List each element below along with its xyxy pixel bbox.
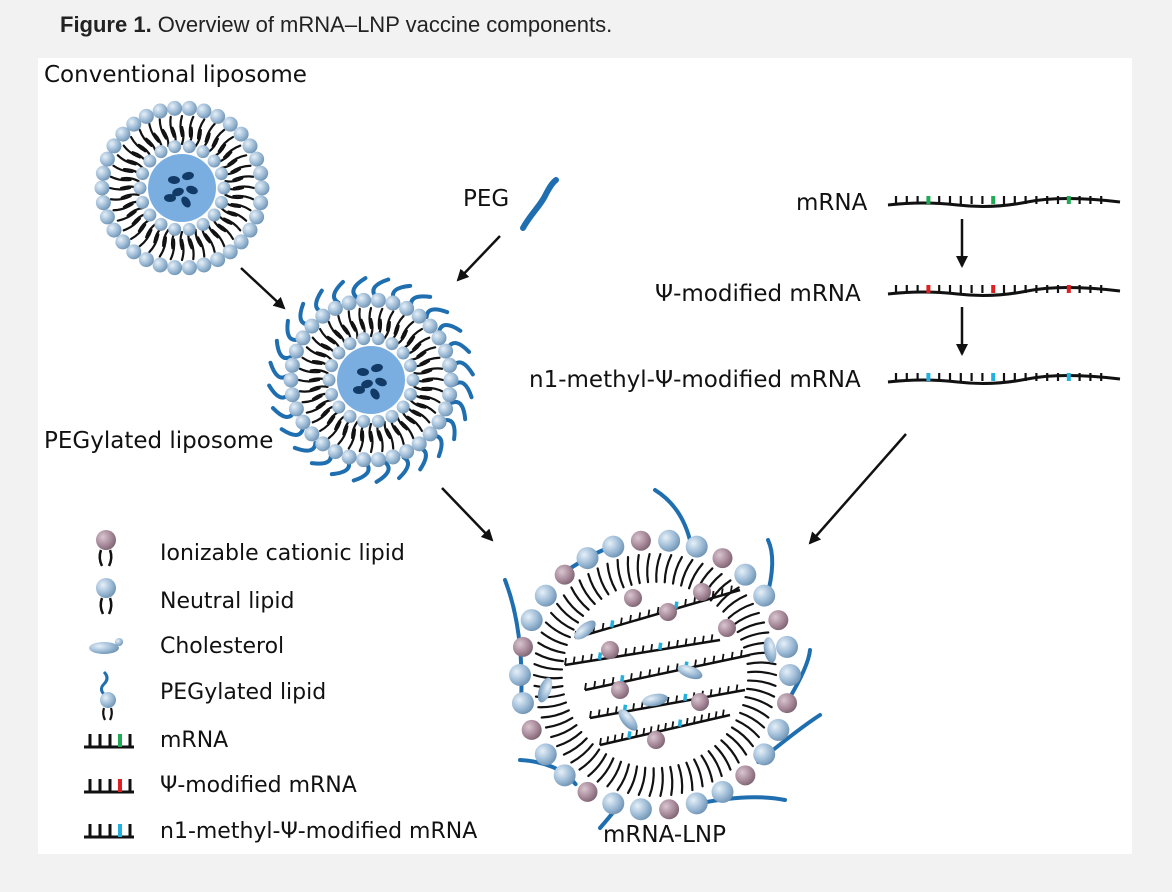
arrow-n1-to-lnp (808, 433, 907, 545)
pegylated-liposome-illustration (267, 276, 475, 484)
legend-label-ionizable: Ionizable cationic lipid (160, 541, 405, 566)
peg-strand-icon (520, 177, 559, 231)
label-conventional-liposome: Conventional liposome (44, 62, 307, 88)
mrna-lnp-illustration (503, 488, 822, 830)
ionizable-lipid-icon (96, 530, 116, 567)
figure-caption: Figure 1. Overview of mRNA–LNP vaccine c… (60, 12, 612, 38)
arrow-peg-to-pegylated (456, 235, 501, 282)
label-pegylated-liposome: PEGylated liposome (44, 428, 274, 454)
legend-label-psi-mrna: Ψ-modified mRNA (160, 773, 357, 798)
legend-psi-mrna-icon (84, 779, 134, 794)
figure-title: Overview of mRNA–LNP vaccine components. (151, 12, 613, 37)
cholesterol-icon (89, 638, 123, 654)
legend-label-mrna: mRNA (160, 728, 229, 753)
label-mrna-lnp: mRNA-LNP (603, 822, 727, 848)
neutral-lipid-icon (96, 578, 116, 615)
legend-label-n1-mrna: n1-methyl-Ψ-modified mRNA (160, 819, 478, 844)
legend-mrna-icon (84, 734, 134, 749)
arrow-pegylated-to-lnp (441, 487, 494, 542)
legend-n1-mrna-icon (84, 824, 134, 839)
mrna-strand-icon (887, 196, 1121, 208)
label-n1-mrna: n1-methyl-Ψ-modified mRNA (529, 367, 861, 393)
pegylated-lipid-icon (99, 670, 116, 721)
legend-label-neutral: Neutral lipid (160, 589, 295, 614)
legend-label-pegylated: PEGylated lipid (160, 680, 327, 705)
legend-label-cholesterol: Cholesterol (160, 634, 285, 659)
label-mrna: mRNA (796, 190, 868, 216)
n1-mrna-strand-icon (887, 373, 1121, 385)
arrow-conventional-to-pegylated (240, 267, 286, 310)
figure-number: Figure 1. (60, 12, 152, 37)
psi-mrna-strand-icon (887, 285, 1121, 297)
label-psi-mrna: Ψ-modified mRNA (655, 281, 861, 307)
label-peg: PEG (463, 186, 510, 212)
conventional-liposome-illustration (94, 100, 270, 276)
